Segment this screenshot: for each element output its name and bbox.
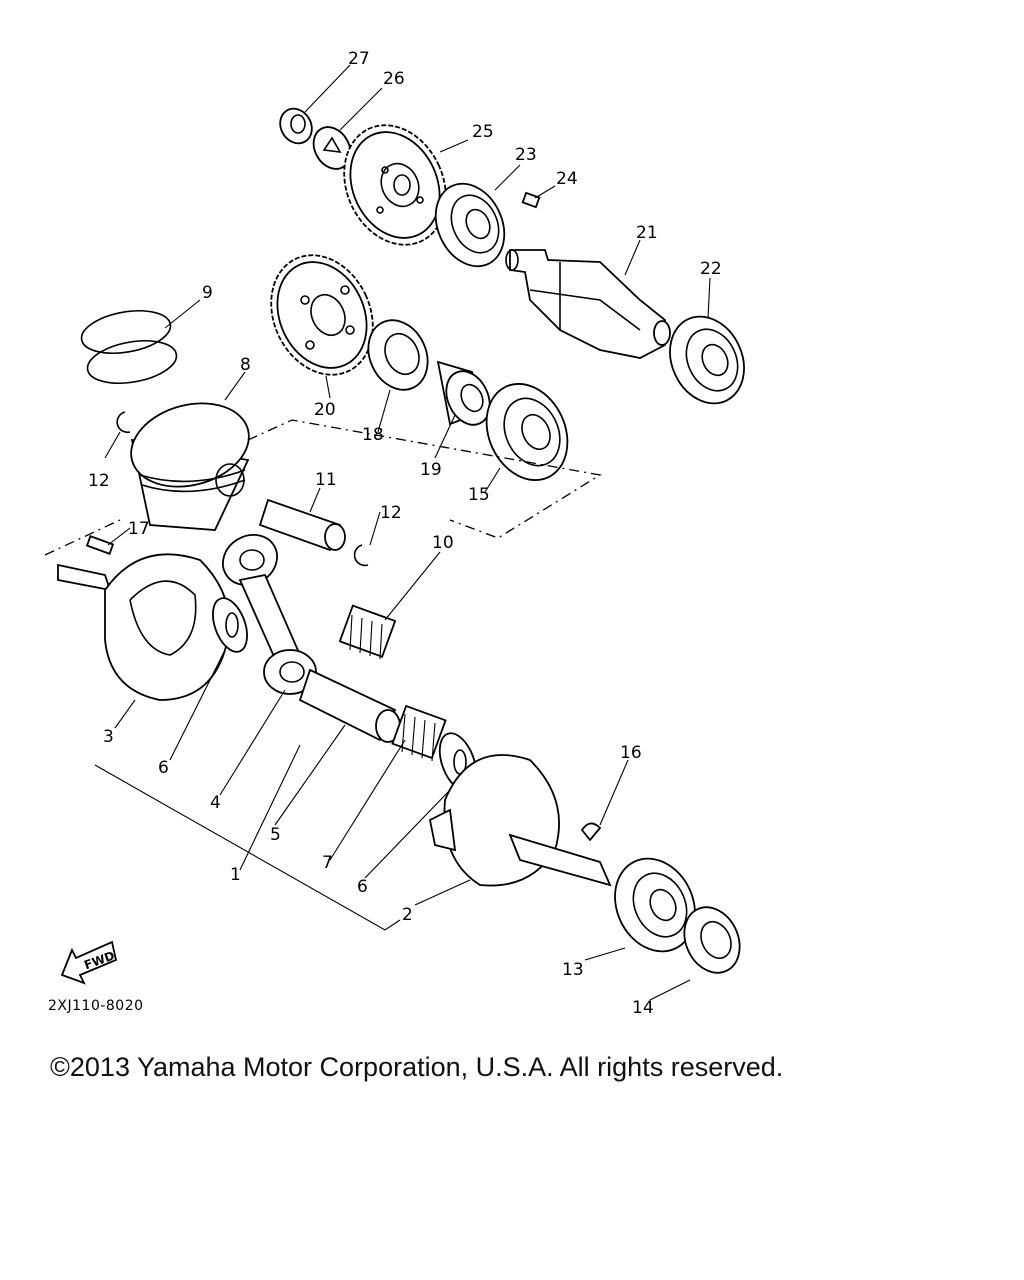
part-nut [279, 107, 313, 145]
leader-lines [104, 64, 711, 1001]
callout-14: 15 [468, 485, 490, 505]
assembly-bracket [94, 764, 401, 931]
part-bearing-crank-left [614, 857, 696, 953]
callout-18: 16 [620, 743, 642, 763]
part-balancer-gear [270, 254, 374, 376]
part-piston-pin [258, 498, 346, 552]
callout-13: 13 [562, 960, 584, 980]
part-crank-right [428, 754, 612, 887]
part-drive-gear [343, 124, 447, 246]
callout-12-right: 12 [380, 503, 402, 523]
assembly-centerline [247, 419, 602, 539]
part-piston-rings [80, 310, 178, 384]
part-key-small [521, 191, 541, 209]
part-oil-seal-crank [683, 906, 741, 974]
part-code: 2XJ110-8020 [48, 998, 144, 1014]
callout-15: 14 [632, 998, 654, 1018]
callout-19: 17 [128, 519, 150, 539]
assembly-centerline-2 [44, 519, 121, 556]
callout-16: 18 [362, 425, 384, 445]
callout-11: 11 [315, 470, 337, 490]
callout-12-left: 12 [88, 471, 110, 491]
callout-26: 26 [383, 69, 405, 89]
part-bearing-crank-right [485, 383, 569, 481]
part-circlip-right [353, 544, 369, 567]
callout-5: 5 [270, 825, 281, 845]
callout-21: 21 [636, 223, 658, 243]
part-balancer-shaft [505, 249, 671, 359]
part-piston [130, 402, 250, 531]
callout-7: 7 [322, 853, 333, 873]
part-lock-washer [312, 126, 352, 170]
callout-24: 24 [556, 169, 578, 189]
part-small-end-bearing [338, 604, 397, 660]
callout-9: 9 [202, 283, 213, 303]
callout-20: 20 [314, 400, 336, 420]
callout-23: 23 [515, 145, 537, 165]
callout-22: 22 [700, 259, 722, 279]
part-crank-pin [298, 668, 401, 743]
callout-4: 4 [210, 793, 221, 813]
callout-8: 8 [240, 355, 251, 375]
part-washer-left [212, 597, 248, 653]
part-crank-left [57, 553, 230, 701]
part-key-right [580, 822, 602, 842]
part-collar [436, 360, 491, 426]
part-big-end-bearing [391, 704, 447, 762]
callout-1: 1 [230, 865, 241, 885]
copyright-notice: ©2013 Yamaha Motor Corporation, U.S.A. A… [50, 1052, 784, 1082]
callout-labels: 27 26 25 23 24 21 22 9 8 20 18 19 15 11 … [88, 49, 722, 1018]
callout-3: 3 [103, 727, 114, 747]
callout-25: 25 [472, 122, 494, 142]
part-circlip-left [116, 411, 131, 434]
callout-27: 27 [348, 49, 370, 69]
callout-10: 10 [432, 533, 454, 553]
part-bearing-balance [434, 182, 506, 268]
callout-6-right: 6 [357, 877, 368, 897]
callout-6-left: 6 [158, 758, 169, 778]
part-connecting-rod [222, 534, 317, 695]
fwd-arrow-icon: FWD [60, 940, 118, 985]
part-bearing-balancer [669, 315, 745, 405]
exploded-parts-diagram: 27 26 25 23 24 21 22 9 8 20 18 19 15 11 … [44, 49, 745, 1018]
part-key-crank [85, 535, 115, 555]
callout-17: 19 [420, 460, 442, 480]
part-oil-seal [367, 319, 429, 391]
callout-2: 2 [402, 905, 413, 925]
